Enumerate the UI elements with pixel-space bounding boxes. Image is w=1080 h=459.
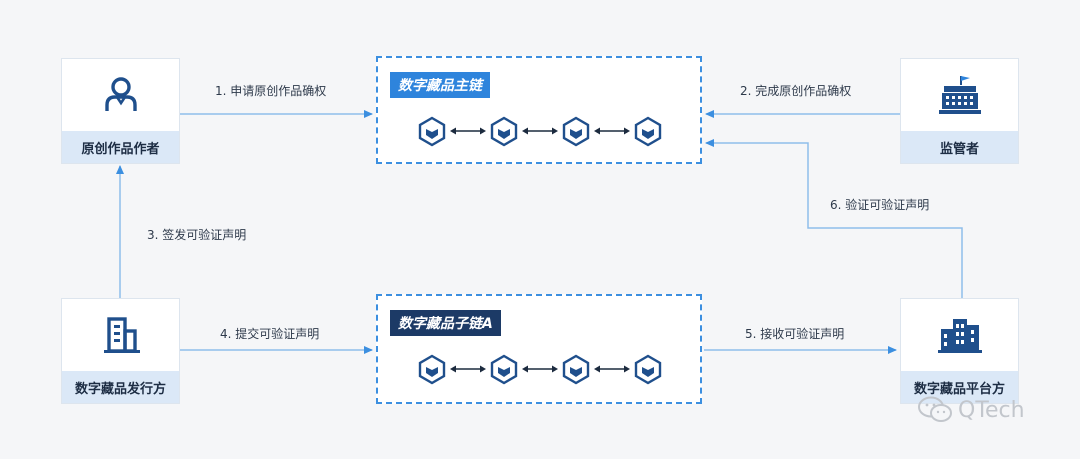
- block-link-arrow: [522, 365, 558, 373]
- sub-chain-graphic: [418, 354, 662, 385]
- block-link-arrow: [450, 127, 486, 135]
- block-link-arrow: [594, 365, 630, 373]
- node-platform-label: 数字藏品平台方: [901, 371, 1018, 403]
- main-chain: 数字藏品主链: [376, 56, 702, 164]
- edge-2-label: 2. 完成原创作品确权: [740, 84, 852, 98]
- edge-5-label: 5. 接收可验证声明: [745, 327, 845, 341]
- city-buildings-icon: [937, 319, 982, 353]
- block-link-arrow: [522, 127, 558, 135]
- edge-3-label: 3. 签发可验证声明: [147, 228, 247, 242]
- wechat-icon: [918, 396, 952, 422]
- main-chain-graphic: [418, 116, 662, 147]
- watermark-text: QTech: [958, 397, 1025, 423]
- node-regulator: 监管者: [900, 58, 1019, 164]
- sub-chain-blocks: [418, 352, 668, 390]
- sub-chain-title: 数字藏品子链A: [390, 310, 501, 336]
- block-cube-icon: [418, 116, 446, 147]
- person-icon: [104, 77, 137, 111]
- node-platform: 数字藏品平台方: [900, 298, 1019, 404]
- block-cube-icon: [562, 354, 590, 385]
- node-author-label: 原创作品作者: [62, 131, 179, 163]
- edge-6-line: [705, 139, 963, 298]
- main-chain-blocks: [418, 114, 668, 152]
- node-author: 原创作品作者: [61, 58, 180, 164]
- office-building-icon: [103, 317, 140, 353]
- node-issuer-label: 数字藏品发行方: [62, 371, 179, 403]
- block-link-arrow: [594, 127, 630, 135]
- block-cube-icon: [490, 354, 518, 385]
- node-issuer: 数字藏品发行方: [61, 298, 180, 404]
- block-cube-icon: [634, 116, 662, 147]
- main-chain-title: 数字藏品主链: [390, 72, 490, 98]
- edge-6-label: 6. 验证可验证声明: [830, 198, 930, 212]
- node-regulator-label: 监管者: [901, 131, 1018, 163]
- government-building-icon: [938, 76, 981, 114]
- watermark: QTech: [918, 396, 1025, 424]
- block-cube-icon: [418, 354, 446, 385]
- block-cube-icon: [490, 116, 518, 147]
- block-link-arrow: [450, 365, 486, 373]
- edge-4-label: 4. 提交可验证声明: [220, 327, 320, 341]
- edge-1-label: 1. 申请原创作品确权: [215, 84, 327, 98]
- sub-chain: 数字藏品子链A: [376, 294, 702, 404]
- block-cube-icon: [562, 116, 590, 147]
- block-cube-icon: [634, 354, 662, 385]
